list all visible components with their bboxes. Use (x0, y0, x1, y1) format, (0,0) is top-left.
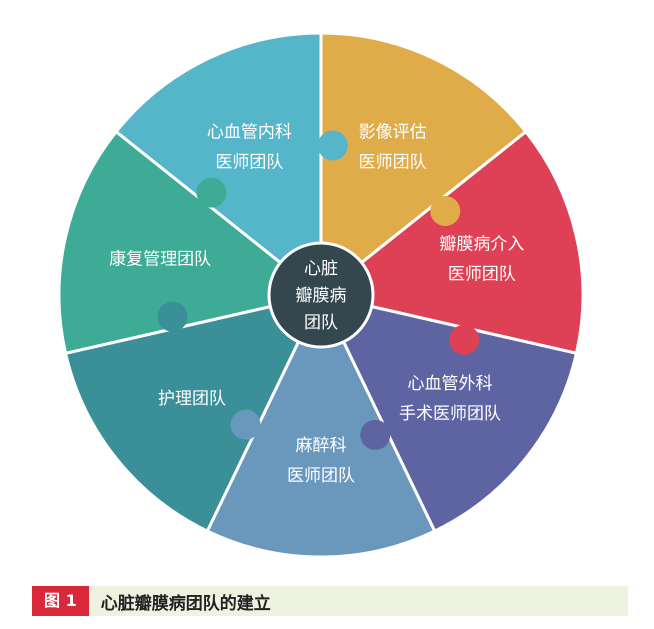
segment-label-imaging: 影像评估医师团队 (359, 122, 427, 172)
segment-label-nursing: 护理团队 (158, 389, 226, 409)
segment-label-valve-intervention: 瓣膜病介入医师团队 (439, 234, 524, 284)
puzzle-knob-valve-intervention (449, 324, 480, 355)
puzzle-knob-nursing (157, 301, 188, 332)
segments-layer (57, 31, 585, 559)
puzzle-knob-imaging (430, 195, 461, 226)
segment-imaging (319, 31, 528, 299)
puzzle-knob-anesthesia (230, 409, 261, 440)
segment-cardiology (114, 31, 323, 299)
figure-number-badge: 图 1 (32, 586, 89, 616)
center-hub-label: 心脏瓣膜病团队 (296, 259, 347, 333)
segment-label-cardiac-surgery: 心血管外科手术医师团队 (399, 374, 501, 424)
puzzle-knob-rehab (196, 177, 227, 208)
segment-nursing (63, 292, 324, 534)
center-hub (267, 241, 375, 349)
segment-anesthesia (205, 291, 437, 559)
segment-cardiac-surgery (318, 292, 579, 534)
segment-valve-intervention (317, 129, 585, 356)
puzzle-knob-cardiology (317, 130, 348, 161)
segment-label-rehab: 康复管理团队 (109, 249, 211, 269)
segment-label-cardiology: 心血管内科医师团队 (207, 122, 292, 172)
puzzle-knob-cardiac-surgery (360, 419, 391, 450)
puzzle-knobs-layer (157, 130, 480, 450)
figure-caption: 图 1 心脏瓣膜病团队的建立 (32, 586, 628, 616)
segment-rehab (57, 129, 325, 356)
figure-caption-text: 心脏瓣膜病团队的建立 (100, 593, 271, 614)
segment-label-anesthesia: 麻醉科医师团队 (287, 436, 355, 486)
